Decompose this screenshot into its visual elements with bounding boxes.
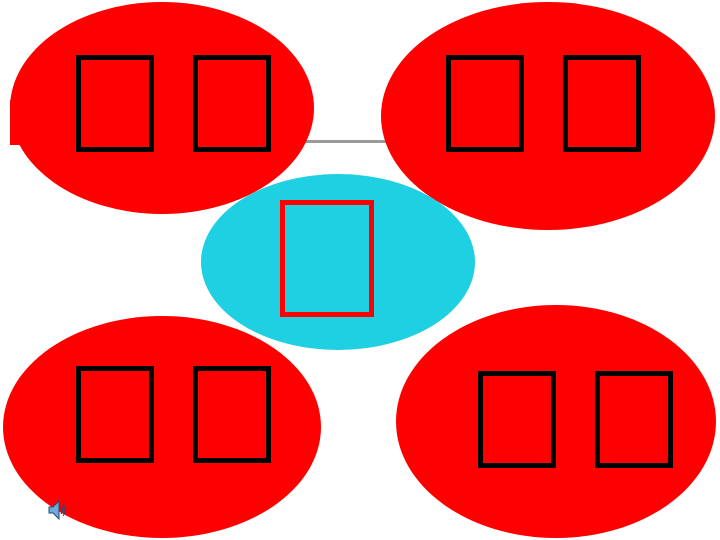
char-box-bottom-right-1: [478, 371, 556, 468]
ellipse-bottom-right[interactable]: [396, 305, 716, 538]
speaker-icon-svg: [48, 499, 66, 521]
char-box-top-right-2: [563, 55, 641, 152]
char-box-bottom-right-2: [595, 371, 673, 468]
char-box-top-left-1: [76, 55, 154, 152]
ellipse-top-right[interactable]: [381, 2, 715, 230]
connector-line: [300, 140, 390, 143]
char-box-center: [280, 200, 374, 317]
speaker-icon[interactable]: [48, 499, 66, 521]
char-box-bottom-left-1: [76, 366, 154, 463]
ellipse-top-left[interactable]: [10, 2, 314, 214]
char-box-top-right-1: [446, 55, 524, 152]
char-box-bottom-left-2: [193, 366, 271, 463]
char-box-top-left-2: [193, 55, 271, 152]
